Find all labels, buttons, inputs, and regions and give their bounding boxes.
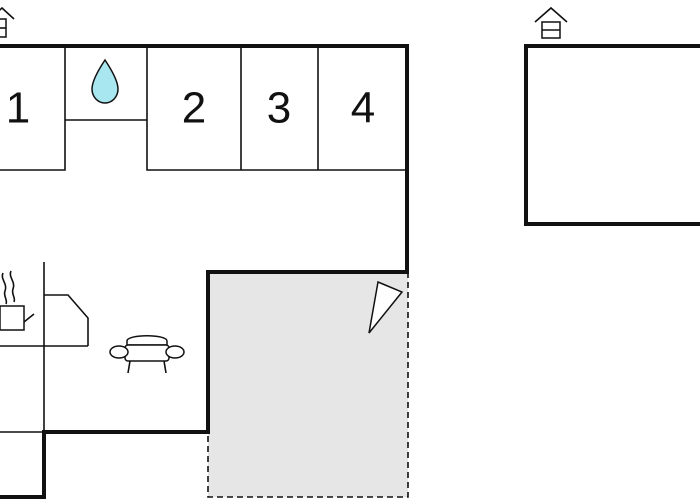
- main-building-walls: [0, 44, 409, 499]
- terrace-dashed-edge: [207, 272, 409, 498]
- room-number-3: 3: [267, 84, 291, 133]
- bedroom-row: [0, 47, 407, 171]
- kitchen-partitions: [0, 262, 89, 432]
- stove-icon: [0, 270, 35, 331]
- room-number-1: 1: [6, 84, 30, 133]
- room-number-4: 4: [351, 84, 375, 133]
- house-entrance-icon: [0, 6, 15, 38]
- house-entrance-icon: [534, 6, 568, 39]
- sofa-icon: [109, 335, 185, 374]
- sun-umbrella-icon: [368, 280, 404, 334]
- terrace: [207, 272, 409, 498]
- water-drop-icon: [91, 58, 119, 104]
- annex-building: [524, 6, 700, 226]
- room-number-2: 2: [182, 84, 206, 133]
